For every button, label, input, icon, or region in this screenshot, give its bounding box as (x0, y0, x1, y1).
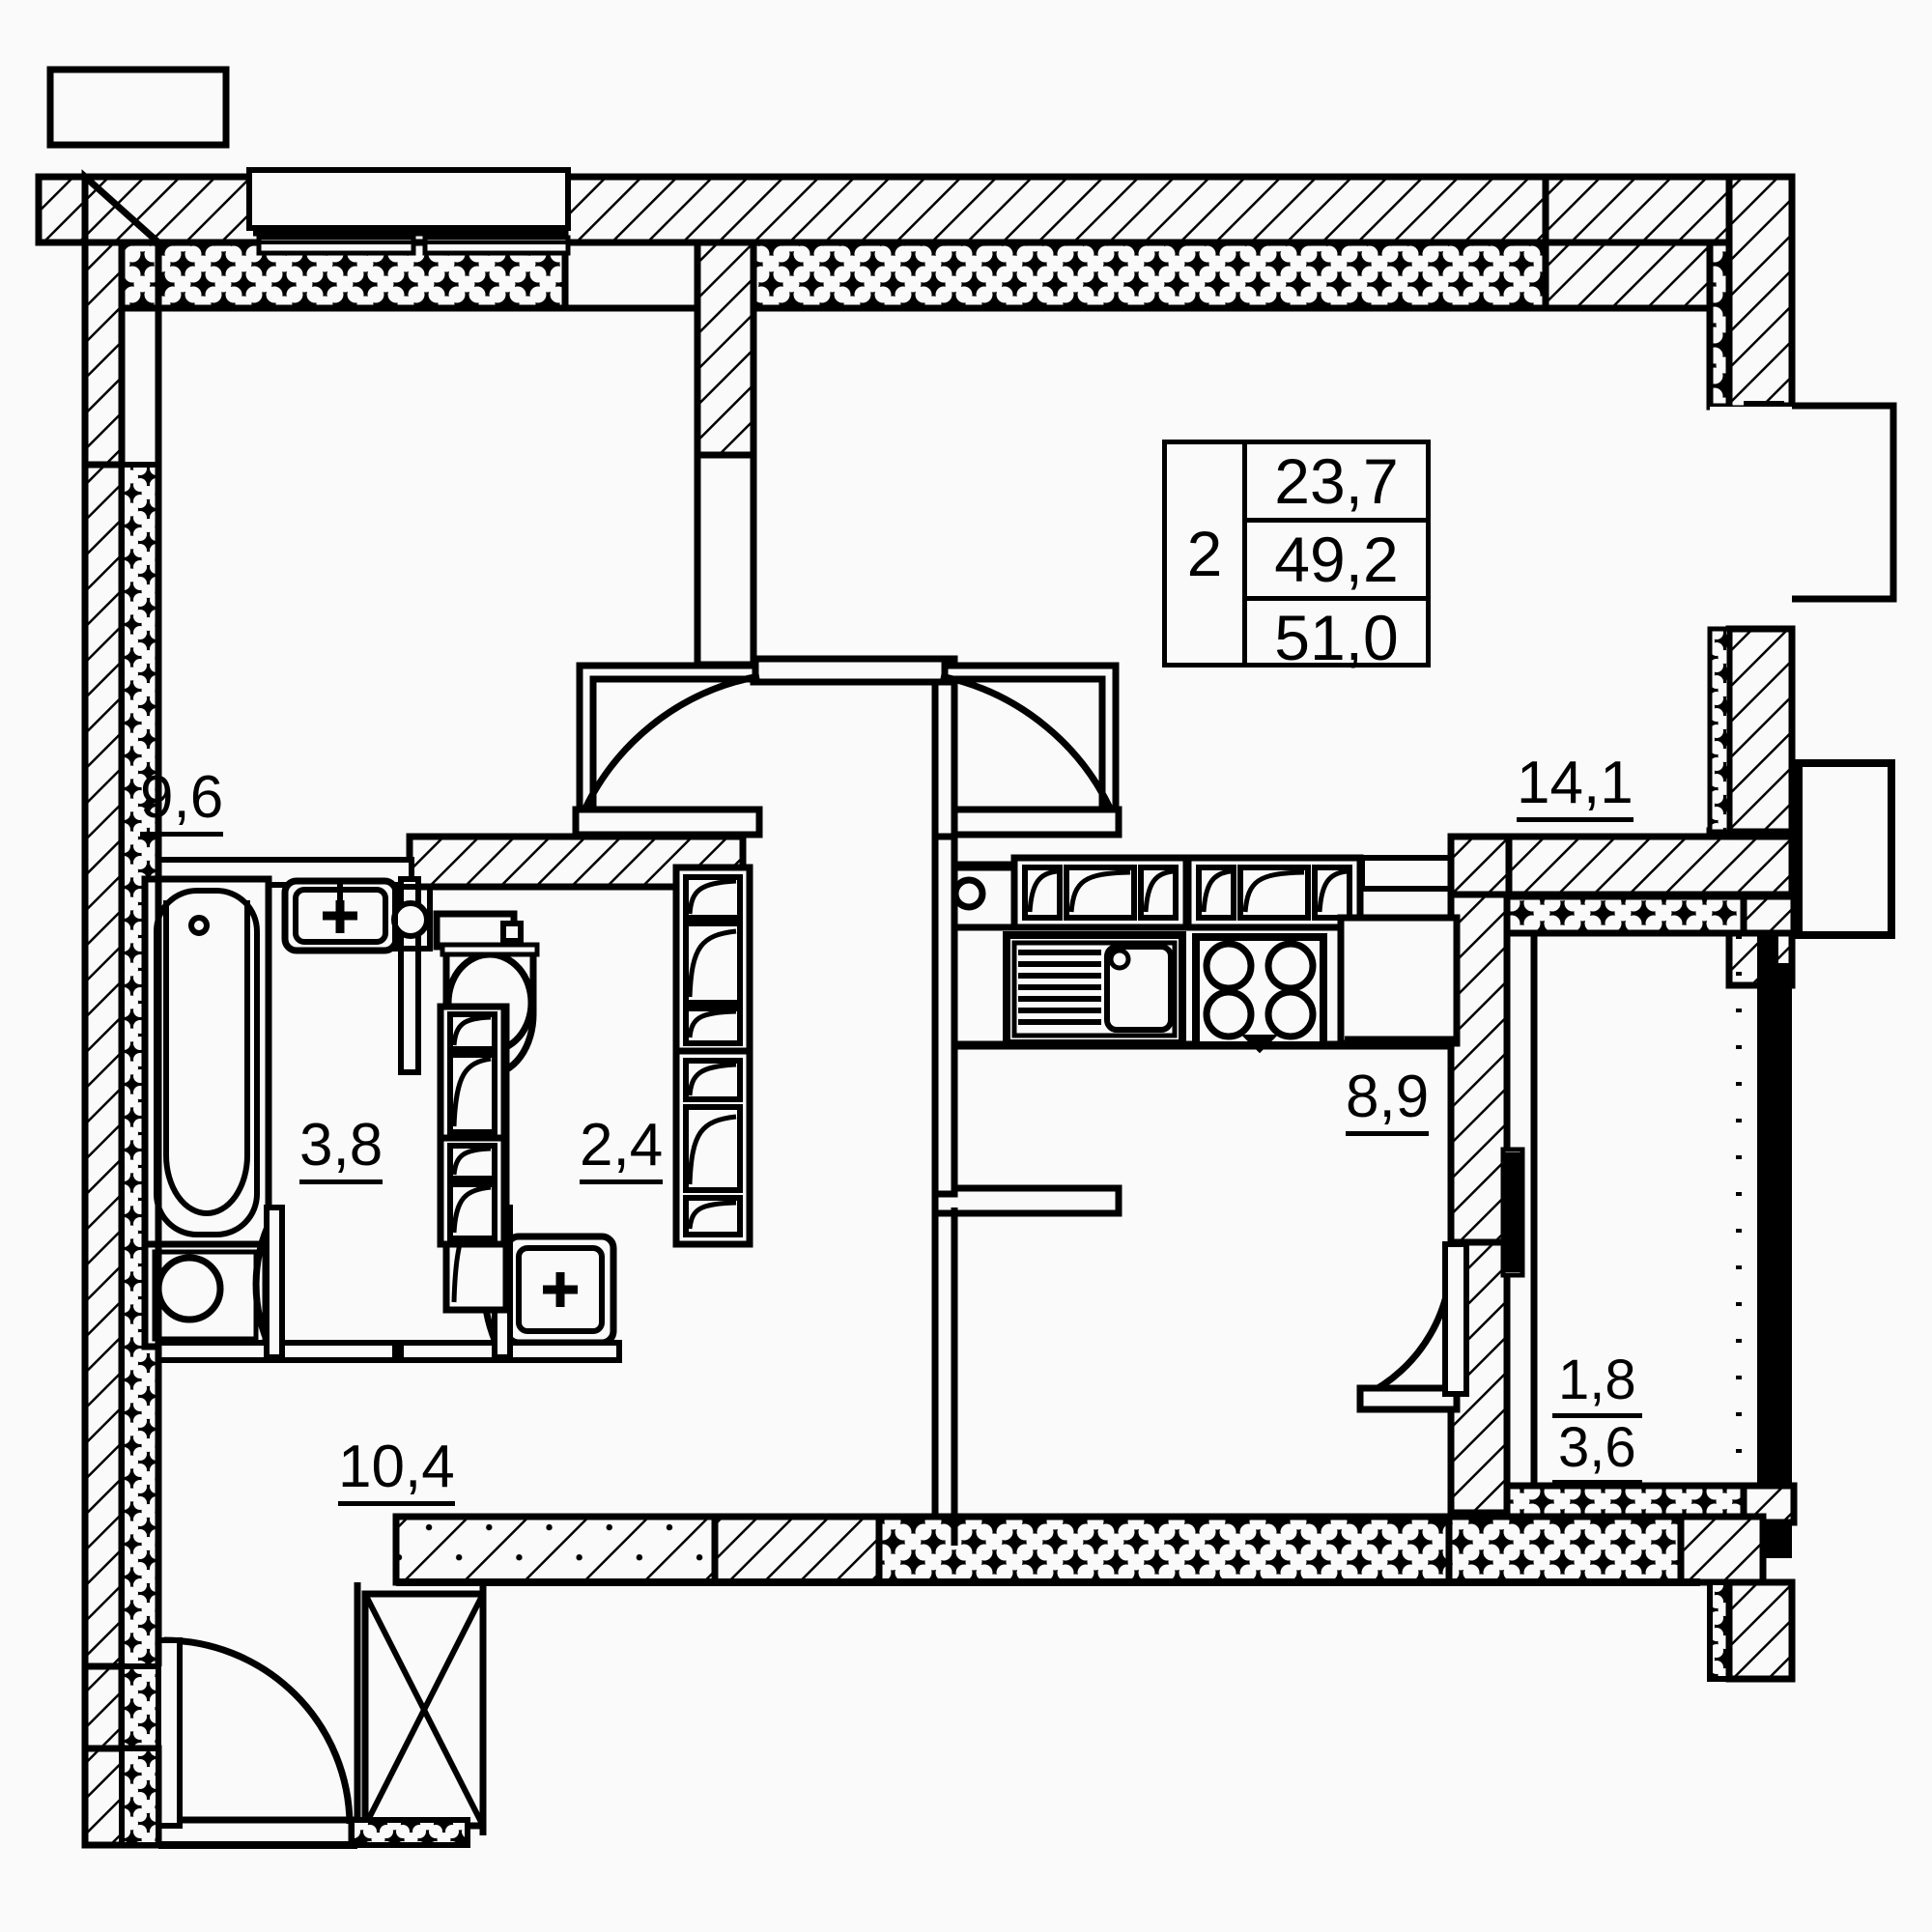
area-total-value: 49,2 (1247, 518, 1426, 596)
room-label-bedroom: 8,9 (1346, 1067, 1430, 1136)
room-count: 2 (1186, 518, 1223, 589)
info-box-divider (1242, 444, 1247, 663)
apartment-info-box: 2 23,7 49,2 51,0 (1162, 440, 1431, 673)
balcony-area-coefficient: 1,8 (1552, 1350, 1642, 1418)
room-label-kitchen-living: 14,1 (1517, 753, 1634, 822)
room-label-bathroom: 3,8 (299, 1116, 384, 1184)
room-label-living-room: 9,6 (140, 768, 224, 837)
area-total-with-balcony-value: 51,0 (1247, 596, 1426, 674)
room-label-hallway: 10,4 (338, 1437, 455, 1506)
area-living-value: 23,7 (1274, 445, 1399, 517)
balcony-area-full: 3,6 (1552, 1417, 1642, 1486)
room-label-balcony: 1,8 3,6 (1552, 1350, 1642, 1486)
room-label-wc: 2,4 (580, 1116, 664, 1184)
